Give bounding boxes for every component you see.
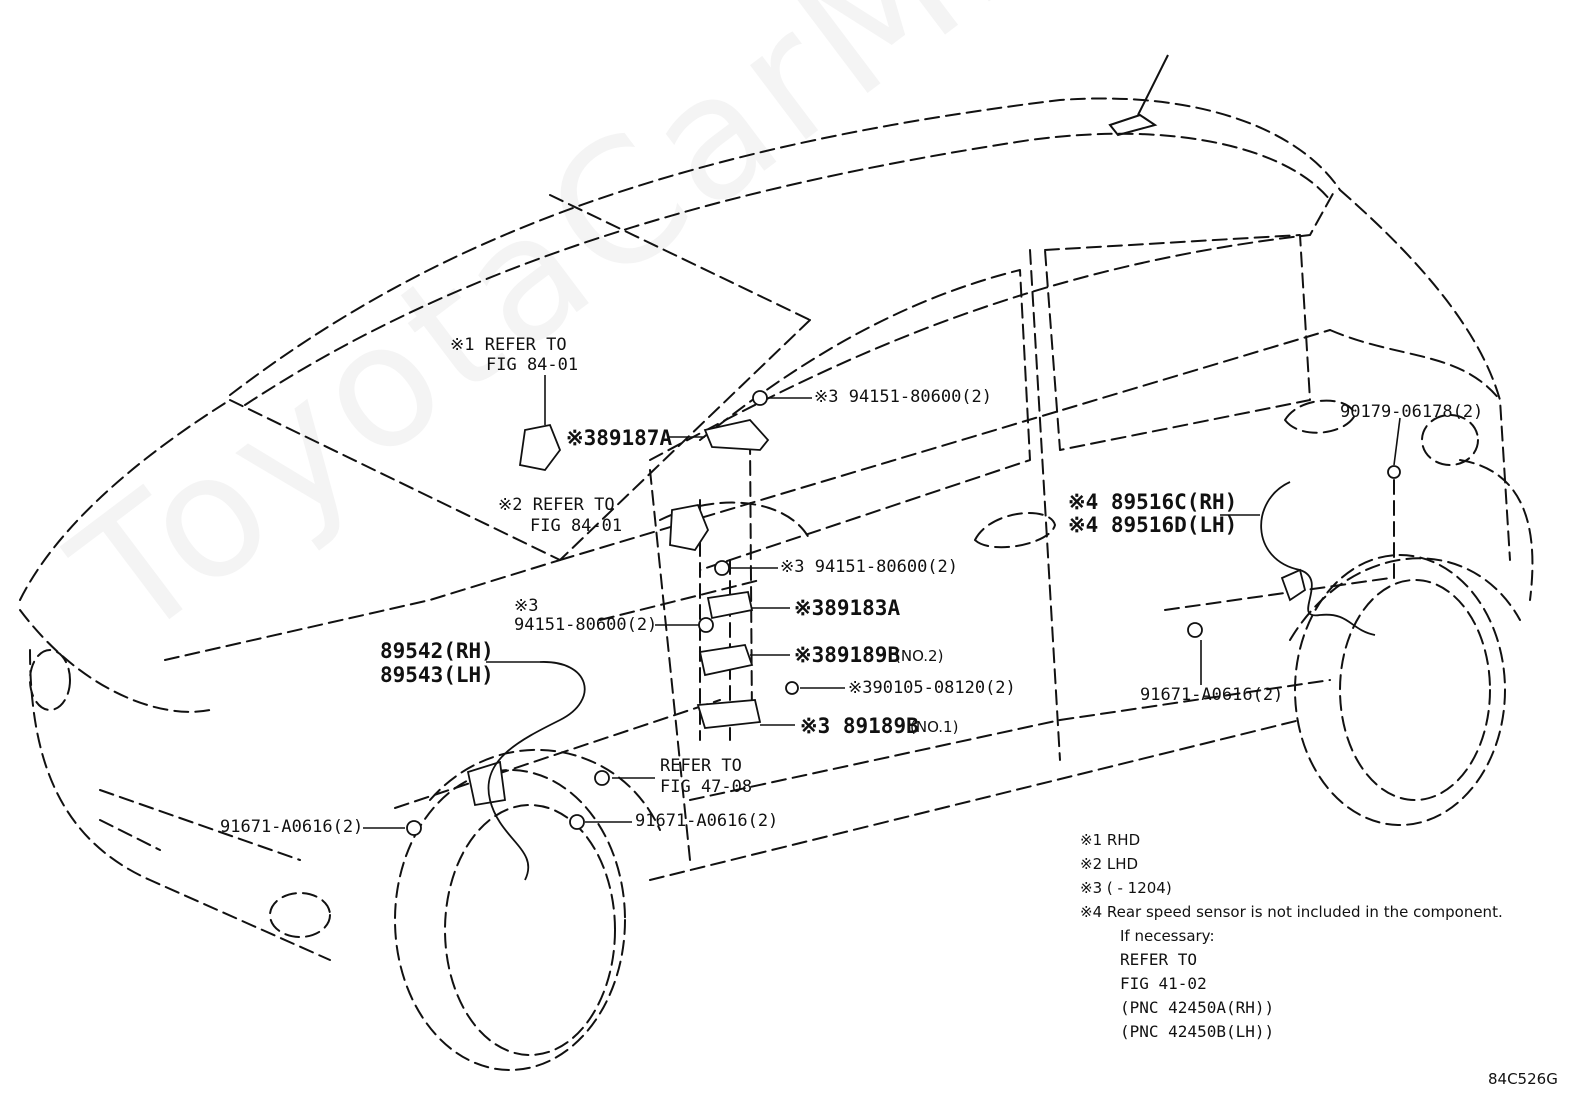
note-refer-to: REFER TO bbox=[1120, 950, 1198, 969]
rear-speed-sensor bbox=[1280, 568, 1307, 602]
rear-quarter bbox=[1329, 329, 1501, 401]
front-wheel-inner bbox=[444, 804, 616, 1056]
antenna-mast bbox=[1137, 54, 1169, 116]
bolt-90105 bbox=[785, 681, 799, 695]
part-89189B-no2-suffix: (NO.2) bbox=[895, 647, 944, 665]
rear-door-handle bbox=[1284, 399, 1356, 434]
part-94151-left-mark: ※3 bbox=[514, 596, 539, 616]
part-94151-top-label: ※3 94151-80600(2) bbox=[814, 387, 993, 407]
bracket-89189B-no1 bbox=[696, 699, 762, 729]
rear-sensor-wire bbox=[1260, 481, 1376, 636]
rear-bumper bbox=[1459, 459, 1534, 601]
hood-front bbox=[19, 609, 211, 713]
part-89189B-no1-label: ※3 89189B bbox=[800, 714, 919, 738]
windshield-line bbox=[229, 399, 561, 561]
part-89516D-label: ※4 89516D(LH) bbox=[1068, 513, 1238, 537]
a-pillar bbox=[559, 319, 811, 561]
part-89189B-no1-suffix: (NO.1) bbox=[910, 718, 959, 736]
fog-lamp bbox=[269, 892, 331, 938]
front-wheel-arch bbox=[429, 748, 661, 831]
refer-lhd-fig: FIG 84-01 bbox=[530, 516, 623, 536]
bolt-91671-mid bbox=[569, 814, 585, 830]
antenna-base bbox=[1108, 113, 1158, 137]
note-lhd: ※2 LHD bbox=[1080, 855, 1139, 873]
bolt-91671-right bbox=[1187, 622, 1203, 638]
note-date-range: ※3 ( - 1204) bbox=[1080, 879, 1172, 897]
rocker bbox=[649, 719, 1301, 881]
front-speed-sensor bbox=[466, 760, 507, 807]
front-door-front bbox=[649, 469, 691, 861]
front-sensor-wire bbox=[487, 661, 586, 881]
note-rhd: ※1 RHD bbox=[1080, 831, 1141, 849]
ref-line-rear bbox=[1164, 577, 1391, 611]
front-grille bbox=[99, 789, 301, 861]
refer-rhd-fig: FIG 84-01 bbox=[486, 355, 579, 375]
rear-wheel-inner bbox=[1339, 579, 1491, 801]
nut-94151-mid bbox=[714, 560, 730, 576]
rear-wheel bbox=[1294, 554, 1506, 826]
part-94151-left-label: 94151-80600(2) bbox=[514, 615, 658, 635]
windshield-top bbox=[549, 194, 811, 321]
b-pillar bbox=[1029, 249, 1061, 761]
bracket-89189B-no2 bbox=[698, 643, 754, 677]
part-89542-label: 89542(RH) bbox=[380, 639, 494, 663]
part-89543-label: 89543(LH) bbox=[380, 663, 494, 687]
headlamp bbox=[29, 649, 71, 711]
part-90179-label: 90179-06178(2) bbox=[1340, 402, 1484, 422]
part-91671-mid-label: 91671-A0616(2) bbox=[635, 811, 779, 831]
part-89516C-label: ※4 89516C(RH) bbox=[1068, 490, 1238, 514]
part-89187A-label: ※389187A bbox=[566, 426, 673, 450]
part-91671-left-label: 91671-A0616(2) bbox=[220, 817, 364, 837]
front-lower bbox=[99, 819, 161, 851]
lower-body bbox=[689, 679, 1331, 801]
roof-inner-line bbox=[244, 132, 1331, 406]
part-91671-right-label: 91671-A0616(2) bbox=[1140, 685, 1284, 705]
bolt-91671-left bbox=[406, 820, 422, 836]
front-bumper bbox=[29, 649, 331, 961]
rear-wheel-arch bbox=[1289, 557, 1521, 641]
nut-94151-left bbox=[698, 617, 714, 633]
note-pnc-a: (PNC 42450A(RH)) bbox=[1120, 998, 1275, 1017]
fuel-lid bbox=[1421, 414, 1479, 466]
side-upper bbox=[649, 189, 1336, 461]
occupant-sensor-lhd bbox=[669, 503, 710, 552]
note-if-necessary: If necessary: bbox=[1120, 927, 1215, 945]
note-fig-41-02: FIG 41-02 bbox=[1120, 974, 1207, 993]
part-90105-label: ※390105-08120(2) bbox=[848, 678, 1016, 698]
leader-90179 bbox=[1393, 417, 1401, 466]
part-89183A-label: ※389183A bbox=[794, 596, 901, 620]
front-door-handle bbox=[974, 512, 1056, 549]
hood-line bbox=[19, 399, 231, 601]
refer-rhd-mark: ※1 REFER TO bbox=[450, 335, 567, 355]
sensor-89183A bbox=[706, 590, 754, 620]
figure-code: 84C526G bbox=[1488, 1070, 1558, 1088]
ref-line-front bbox=[394, 699, 721, 809]
front-door-window bbox=[699, 269, 1031, 571]
ref-line-vertical-bracket bbox=[749, 439, 753, 721]
part-94151-mid-label: ※3 94151-80600(2) bbox=[780, 557, 959, 577]
front-wheel bbox=[394, 769, 626, 1071]
bolt-refer-4708 bbox=[594, 770, 610, 786]
occupant-sensor-rhd bbox=[518, 423, 562, 471]
refer-4708-line2: FIG 47-08 bbox=[660, 777, 753, 797]
hood-crease bbox=[164, 559, 561, 661]
note-pnc-b: (PNC 42450B(LH)) bbox=[1120, 1022, 1275, 1041]
rear-door-window bbox=[1044, 234, 1311, 451]
bracket-89187A bbox=[703, 419, 770, 451]
nut-94151-top bbox=[752, 390, 768, 406]
roof-line bbox=[229, 97, 1341, 396]
part-89189B-no2-label: ※389189B bbox=[794, 643, 901, 667]
refer-lhd-mark: ※2 REFER TO bbox=[498, 495, 615, 515]
refer-4708-line1: REFER TO bbox=[660, 756, 742, 776]
rear-hatch bbox=[1339, 189, 1511, 561]
nut-90179 bbox=[1387, 465, 1401, 479]
footnotes: ※1 RHD ※2 LHD ※3 ( - 1204) ※4 Rear speed… bbox=[1080, 828, 1503, 1044]
ref-line-left bbox=[599, 579, 761, 621]
note-rear-sensor: ※4 Rear speed sensor is not included in … bbox=[1080, 903, 1503, 921]
